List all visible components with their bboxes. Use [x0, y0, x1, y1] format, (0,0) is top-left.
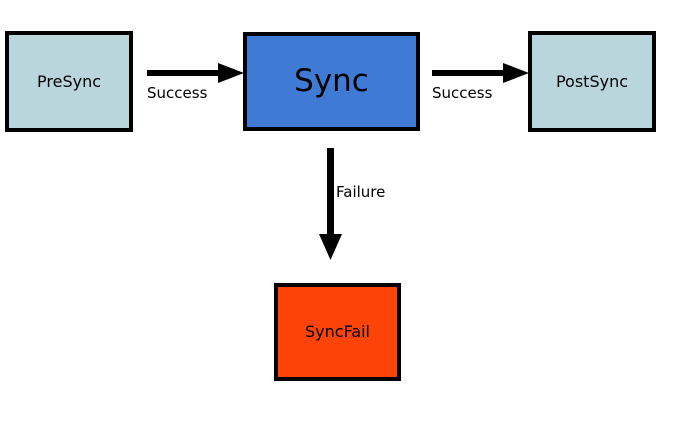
node-sync-label: Sync	[294, 63, 369, 99]
edge-label-presync-to-sync: Success	[147, 84, 208, 102]
node-postsync-label: PostSync	[555, 71, 629, 91]
node-presync[interactable]: PreSync	[5, 31, 133, 132]
node-postsync[interactable]: PostSync	[528, 31, 656, 132]
edge-label-sync-to-postsync: Success	[432, 84, 493, 102]
edge-presync-to-sync-arrow-icon	[147, 63, 244, 83]
edge-sync-to-syncfail-arrow-icon	[319, 148, 342, 260]
edge-label-sync-to-syncfail: Failure	[336, 183, 386, 201]
node-presync-label: PreSync	[37, 71, 101, 91]
node-sync[interactable]: Sync	[243, 32, 420, 131]
node-syncfail[interactable]: SyncFail	[274, 283, 401, 381]
edge-sync-to-postsync-arrow-icon	[432, 63, 529, 83]
node-syncfail-label: SyncFail	[305, 322, 370, 341]
